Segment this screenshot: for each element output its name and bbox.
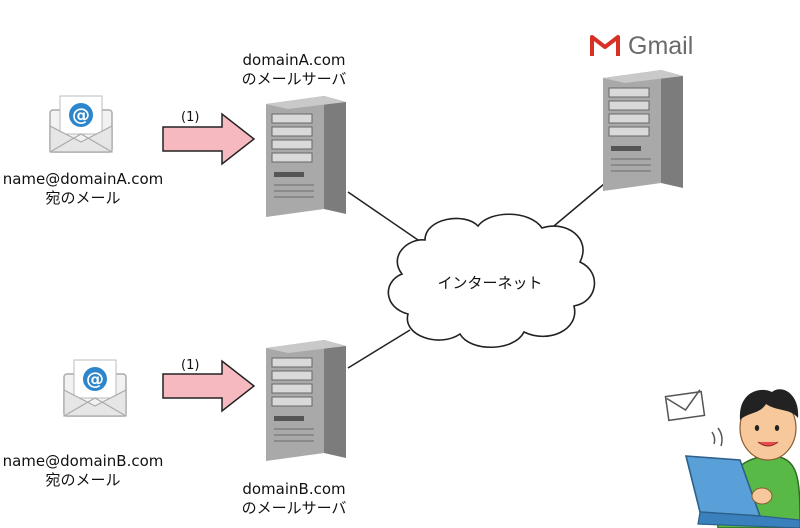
arrow-a bbox=[162, 112, 256, 166]
email-b-caption: 宛のメール bbox=[45, 471, 121, 489]
step-label-b: (1) bbox=[181, 358, 200, 373]
server-a-icon bbox=[265, 95, 347, 218]
email-a-caption: 宛のメール bbox=[45, 189, 121, 207]
server-b-domain: domainB.com bbox=[242, 480, 346, 498]
envelope-b-icon bbox=[63, 359, 127, 417]
server-a-label: domainA.com のメールサーバ bbox=[234, 51, 354, 89]
arrow-b bbox=[162, 359, 256, 413]
email-b-address: name@domainB.com bbox=[2, 452, 164, 470]
server-b-label: domainB.com のメールサーバ bbox=[234, 480, 354, 518]
step-label-a: (1) bbox=[181, 110, 200, 125]
server-a-caption: のメールサーバ bbox=[241, 70, 347, 88]
envelope-a-icon bbox=[49, 95, 113, 153]
link-server-b-cloud bbox=[347, 329, 411, 369]
cloud-label: インターネット bbox=[437, 274, 542, 292]
gmail-logo-icon: Gmail bbox=[590, 32, 693, 60]
gmail-wordmark: Gmail bbox=[628, 32, 693, 60]
server-a-domain: domainA.com bbox=[242, 51, 346, 69]
internet-cloud-icon bbox=[387, 213, 596, 349]
email-a-label: name@domainA.com 宛のメール bbox=[0, 170, 166, 208]
email-b-label: name@domainB.com 宛のメール bbox=[0, 452, 166, 490]
server-b-icon bbox=[265, 339, 347, 462]
server-b-caption: のメールサーバ bbox=[241, 499, 347, 517]
email-a-address: name@domainA.com bbox=[2, 170, 164, 188]
user-laptop-icon bbox=[684, 389, 800, 528]
link-server-a-cloud bbox=[347, 191, 419, 241]
gmail-server-icon bbox=[602, 69, 684, 192]
mail-icon bbox=[664, 389, 723, 447]
